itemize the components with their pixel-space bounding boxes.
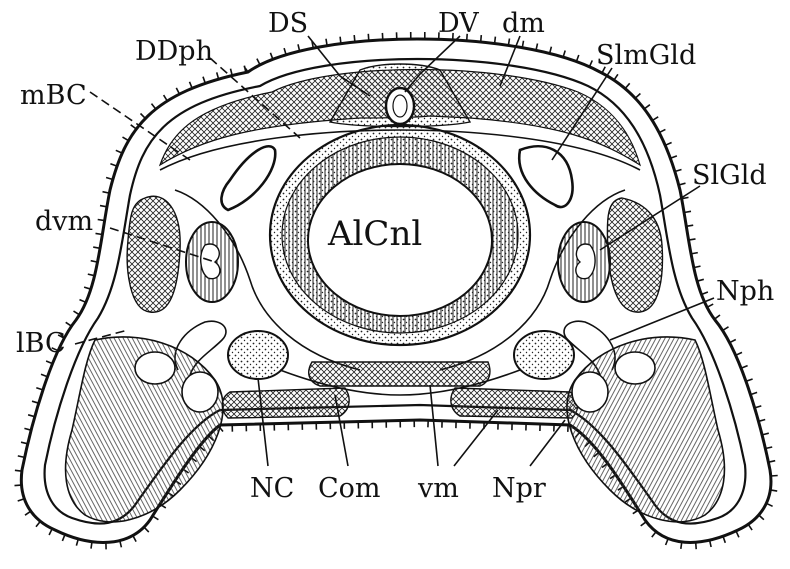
label-SlGld: SlGld [692,160,767,191]
leader-Npr [530,420,565,466]
ventral-muscle-lower-left [222,388,349,418]
label-lBC: lBC [16,328,66,359]
salivary-gland-right [519,146,572,207]
label-NC: NC [250,473,294,504]
leader-mBC [90,92,190,160]
label-DS: DS [268,8,308,39]
label-Com: Com [318,473,381,504]
label-Npr: Npr [492,473,546,504]
lateral-muscle-left [127,196,180,312]
label-dm: dm [502,8,545,39]
salivary-gland-left [221,146,275,210]
label-SlmGld: SlmGld [596,40,696,71]
label-dvm: dvm [35,206,93,237]
label-AlCnl: AlCnl [327,214,422,254]
ventral-muscle-upper [309,362,490,386]
ventral-muscle-lower-right [451,388,578,418]
leader-vm-2 [454,410,498,466]
dorsal-vessel [386,88,414,124]
label-DDph: DDph [135,36,213,67]
label-mBC: mBC [20,80,87,111]
label-DV: DV [438,8,479,39]
label-Nph: Nph [716,276,774,307]
nerve-cord-right [514,331,574,379]
label-vm: vm [417,473,459,504]
leader-vm-1 [430,385,438,466]
nerve-cord-left [228,331,288,379]
